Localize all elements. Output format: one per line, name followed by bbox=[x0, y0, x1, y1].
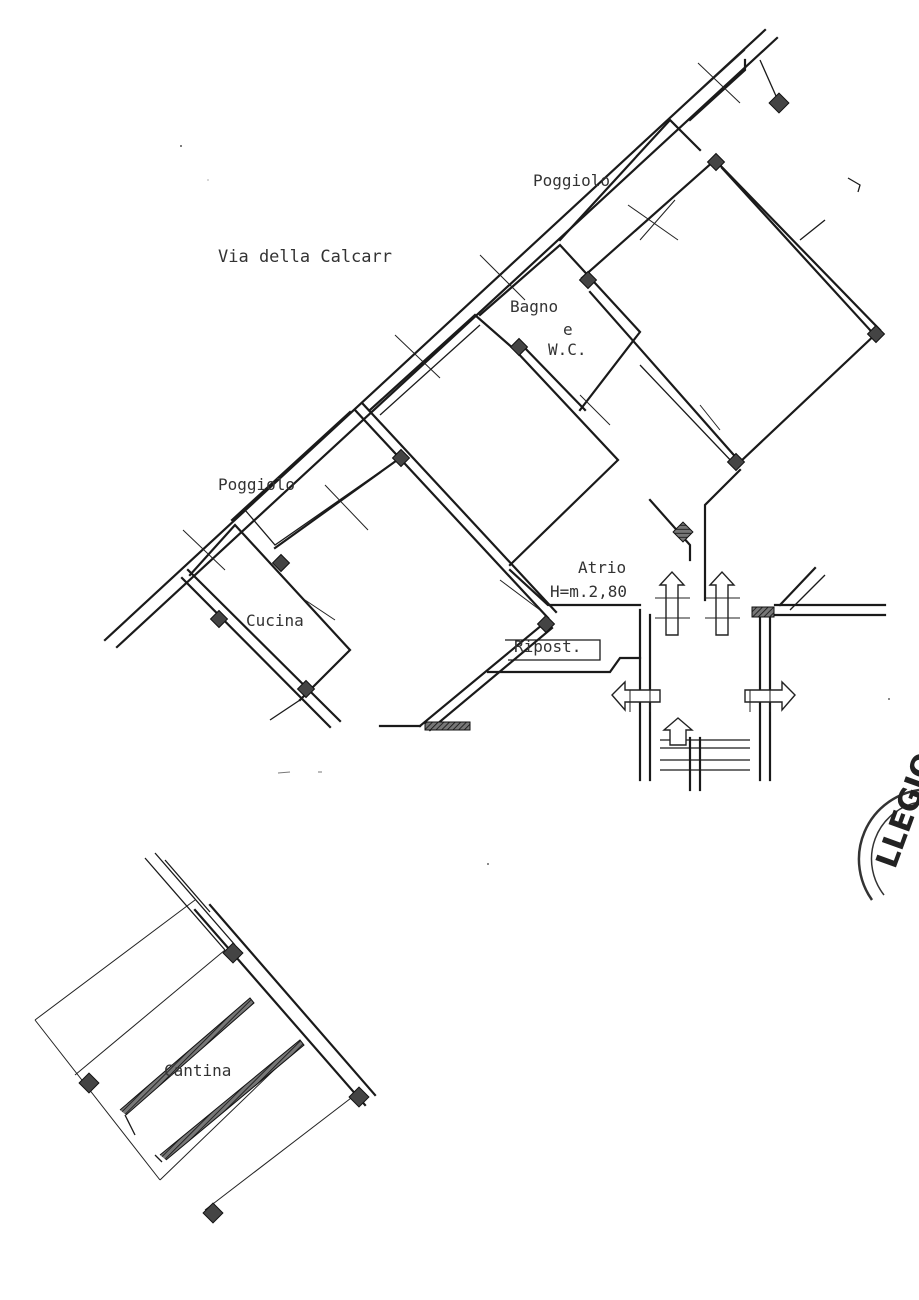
room-label-ripost: Ripost. bbox=[514, 637, 581, 656]
room-label-cucina: Cucina bbox=[246, 611, 304, 630]
stamp-text: LLEGIO bbox=[870, 748, 919, 873]
cellar-plan bbox=[34, 852, 377, 1224]
stair-arrows bbox=[611, 570, 796, 746]
room-height-label: H=m.2,80 bbox=[550, 582, 627, 601]
room-label-atrio: Atrio bbox=[578, 558, 626, 577]
apartment-walls bbox=[103, 28, 887, 792]
pillars bbox=[209, 92, 886, 731]
room-label-cantina: Cantina bbox=[164, 1061, 231, 1080]
stray-marks bbox=[180, 145, 890, 865]
room-label-bagno-e: e bbox=[563, 320, 573, 339]
room-label-poggiolo-top: Poggiolo bbox=[533, 171, 610, 190]
room-label-wc: W.C. bbox=[548, 340, 587, 359]
room-label-bagno: Bagno bbox=[510, 297, 558, 316]
street-name: Via della Calcarr bbox=[218, 247, 392, 267]
room-label-poggiolo-left: Poggiolo bbox=[218, 475, 295, 494]
stamp-seal: LLEGIO bbox=[857, 748, 919, 901]
window-markers bbox=[182, 49, 746, 621]
